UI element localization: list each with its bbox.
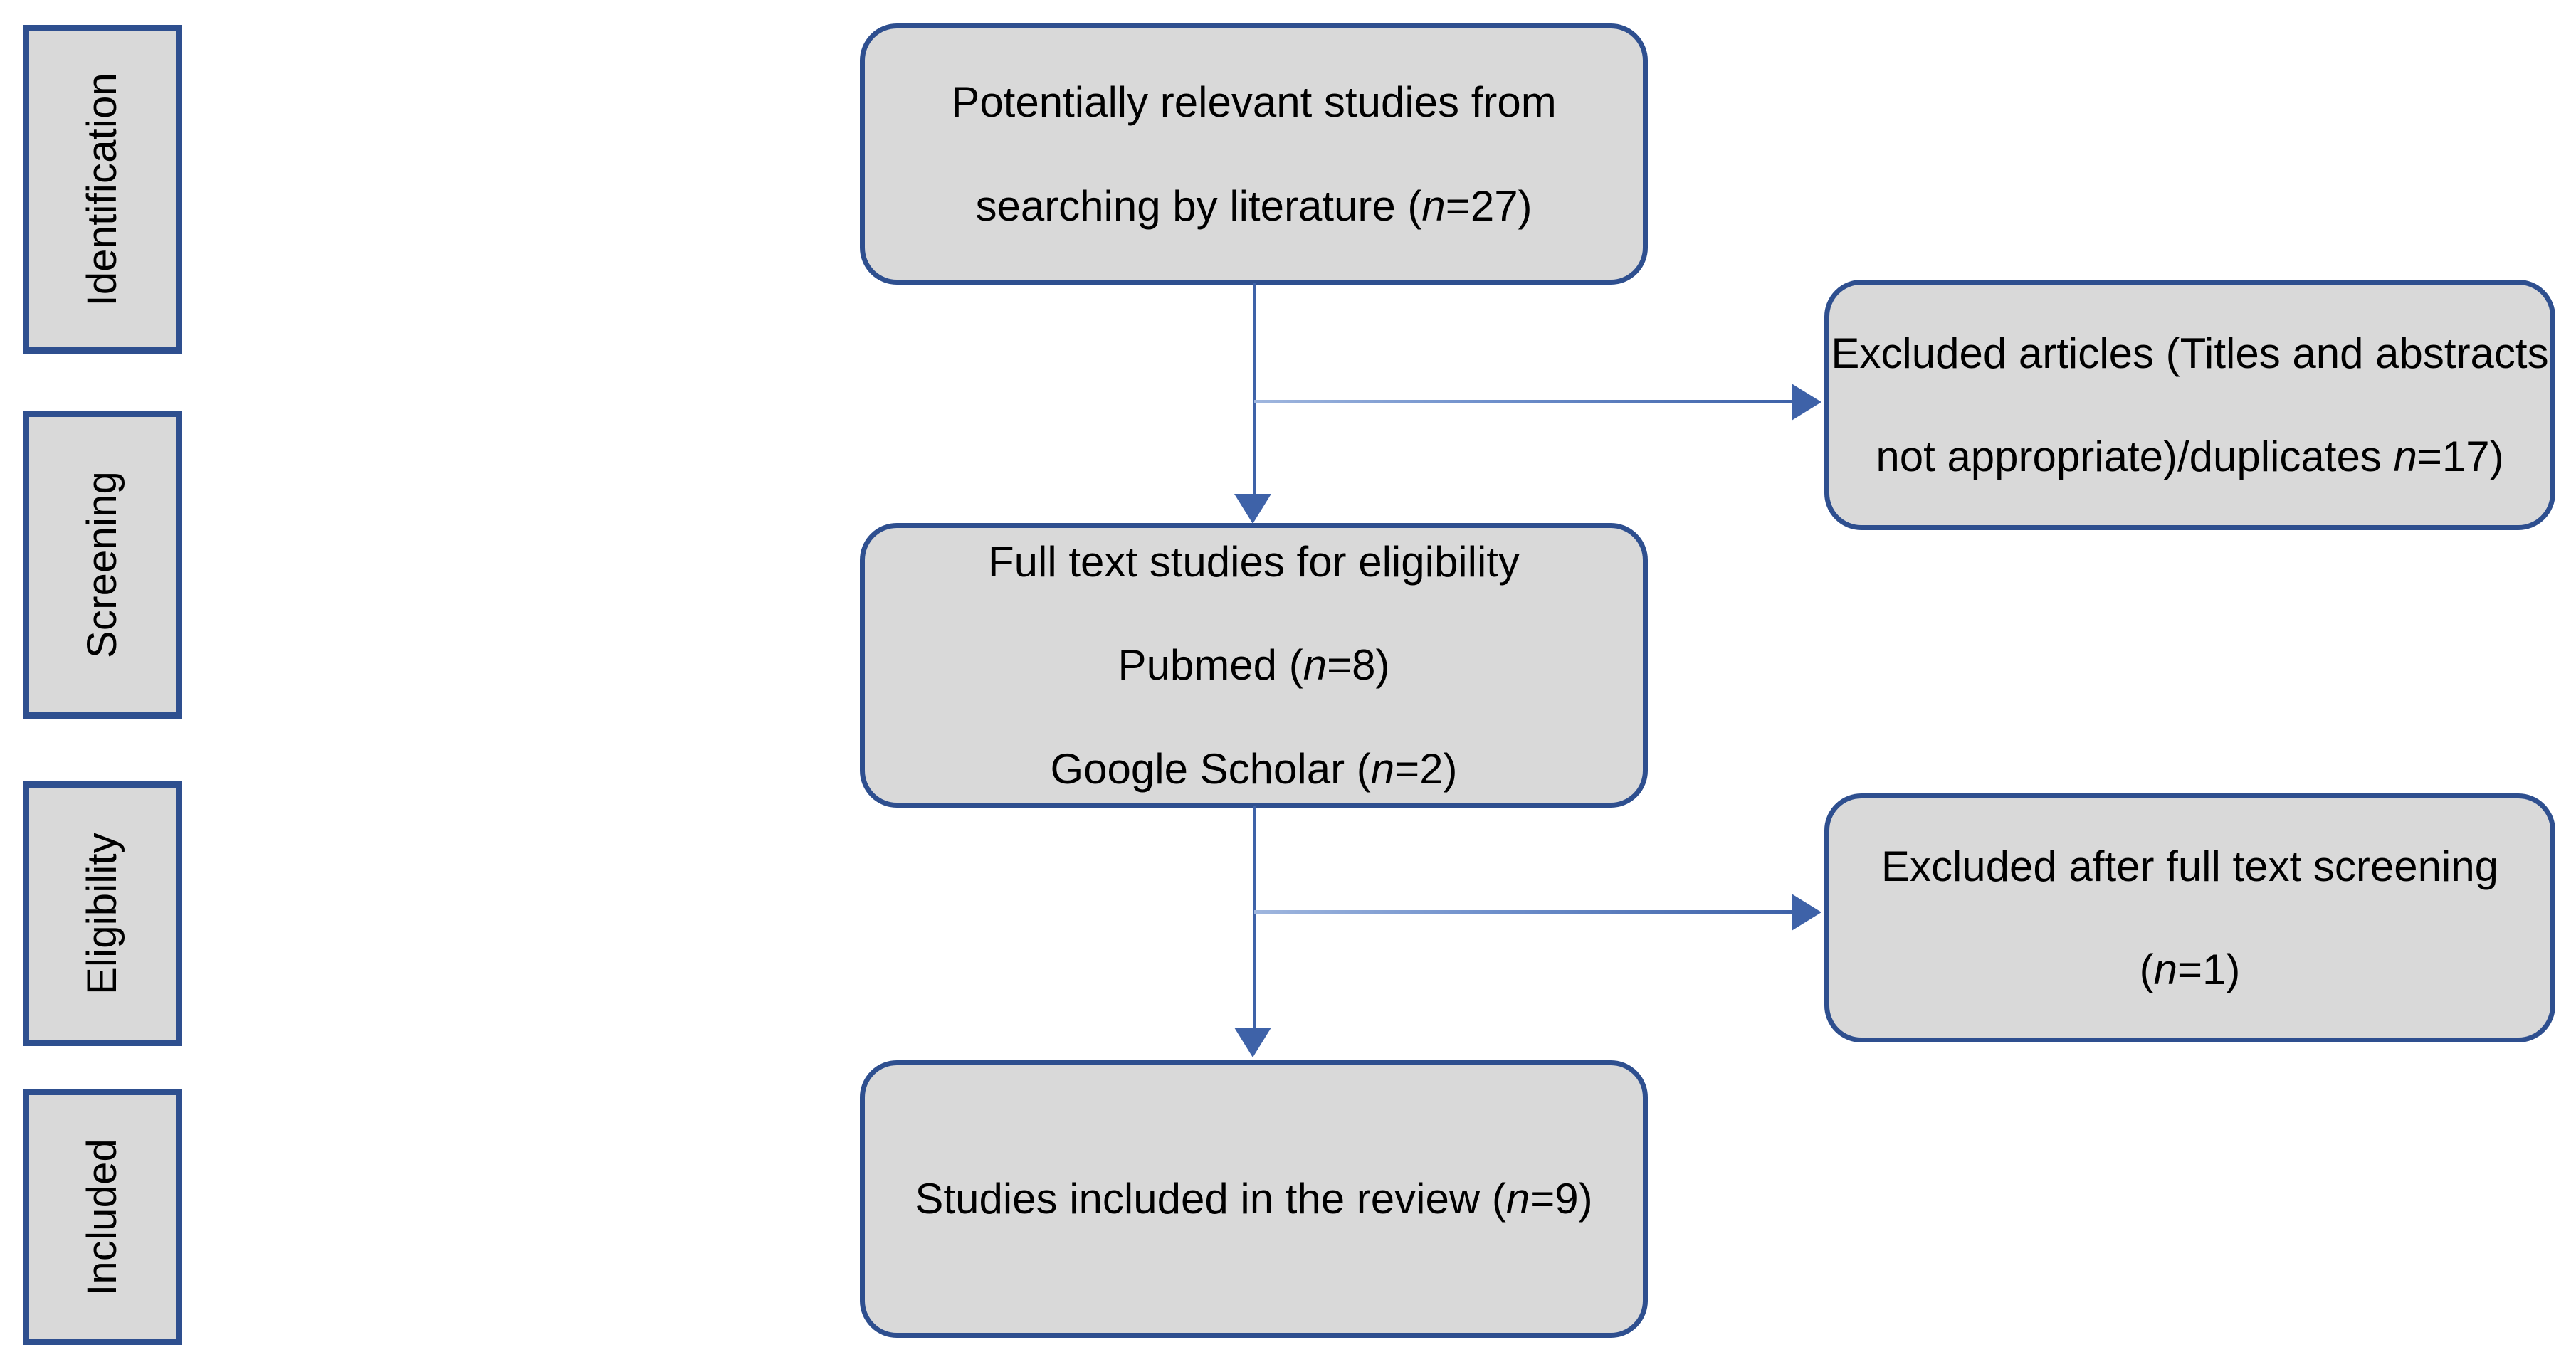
italic-n: n [1421,181,1446,230]
flow-box-identification: Potentially relevant studies from search… [860,23,1648,285]
stage-label-screening: Screening [79,471,125,658]
text-segment: not appropriate)/duplicates [1876,433,2394,480]
text-segment: =2) [1394,744,1458,793]
connector-identification-to-eligibility-arrowhead [1234,494,1271,524]
flow-box-included: Studies included in the review (n=9) [860,1060,1648,1338]
text-segment: Excluded articles (Titles and abstracts [1831,329,2549,377]
text-segment: ( [2139,946,2154,993]
text-segment: =8) [1327,641,1390,690]
stage-box-eligibility: Eligibility [23,781,182,1046]
italic-n: n [2393,433,2417,480]
stage-label-identification: Identification [79,72,125,307]
flow-box-eligibility-line-2: Pubmed (n=8) [1118,633,1390,697]
italic-n: n [2153,946,2177,993]
stage-label-included: Included [79,1138,125,1296]
stage-box-included: Included [23,1089,182,1345]
flow-box-excluded-fulltext: Excluded after full text screening (n=1) [1824,793,2555,1042]
connector-identification-to-excluded-screening-arrowhead [1792,384,1821,421]
stage-label-eligibility: Eligibility [79,833,125,995]
flow-box-excluded-fulltext-line-1: Excluded after full text screening [1881,834,2498,899]
flow-box-eligibility-line-3: Google Scholar (n=2) [1051,737,1458,801]
stage-box-screening: Screening [23,411,182,719]
text-segment: Full text studies for eligibility [988,538,1520,586]
text-segment: Excluded after full text screening [1881,842,2499,890]
flow-box-excluded-screening-line-1: Excluded articles (Titles and abstracts [1831,321,2548,386]
text-segment: Potentially relevant studies from [951,78,1557,127]
flow-box-excluded-screening-line-2: not appropriate)/duplicates n=17) [1876,424,2503,489]
flow-box-identification-line-2: searching by literature (n=27) [975,174,1532,238]
flow-box-included-line-1: Studies included in the review (n=9) [915,1166,1592,1231]
text-segment: Google Scholar ( [1050,744,1371,793]
text-segment: Studies included in the review ( [915,1175,1506,1223]
connector-eligibility-to-included-arrowhead [1234,1028,1271,1057]
italic-n: n [1303,641,1328,690]
text-segment: =17) [2417,433,2504,480]
flow-box-identification-line-1: Potentially relevant studies from [951,70,1556,134]
italic-n: n [1505,1175,1530,1223]
flow-box-eligibility-line-1: Full text studies for eligibility [988,529,1520,594]
connector-eligibility-to-excluded-fulltext-line [1254,910,1792,914]
flow-box-excluded-screening: Excluded articles (Titles and abstracts … [1824,280,2555,530]
text-segment: =27) [1445,181,1533,230]
italic-n: n [1370,744,1395,793]
text-segment: Pubmed ( [1118,641,1303,690]
flow-box-excluded-fulltext-line-2: (n=1) [2140,937,2241,1002]
connector-identification-to-excluded-screening-line [1254,400,1792,403]
text-segment: searching by literature ( [975,181,1422,230]
connector-eligibility-to-included-line [1253,806,1256,1030]
text-segment: =9) [1530,1175,1593,1223]
connector-eligibility-to-excluded-fulltext-arrowhead [1792,894,1821,931]
stage-box-identification: Identification [23,25,182,354]
connector-identification-to-eligibility-line [1253,283,1256,497]
flow-box-eligibility: Full text studies for eligibility Pubmed… [860,523,1648,808]
text-segment: =1) [2177,946,2241,993]
